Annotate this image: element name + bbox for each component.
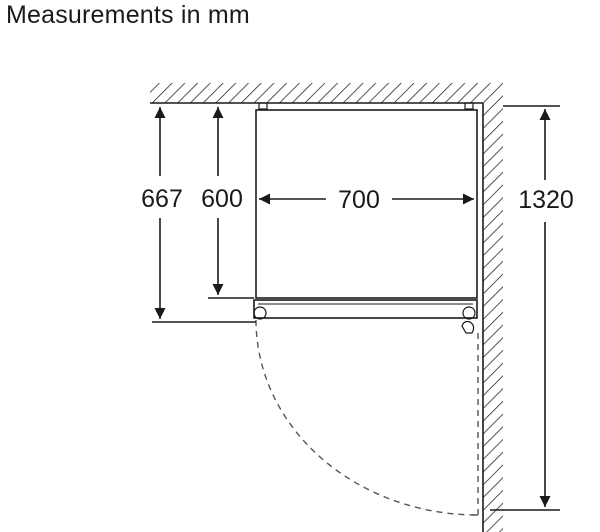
side-wall	[482, 83, 503, 532]
appliance-body	[255, 109, 478, 299]
dimension-600: 600	[201, 107, 254, 299]
appliance-door	[253, 299, 478, 334]
dimension-700-label: 700	[338, 186, 380, 214]
dimension-1320: 1320	[490, 105, 574, 511]
wall-spacers	[258, 102, 474, 110]
dimension-667: 667	[141, 107, 256, 323]
dimension-667-label: 667	[141, 185, 183, 213]
diagram-title: Measurements in mm	[6, 1, 250, 29]
dimension-600-label: 600	[201, 185, 243, 213]
dimension-1320-label: 1320	[518, 186, 574, 214]
top-wall	[150, 83, 483, 104]
door-swing-arc	[255, 319, 479, 516]
dimension-700: 700	[259, 186, 474, 214]
